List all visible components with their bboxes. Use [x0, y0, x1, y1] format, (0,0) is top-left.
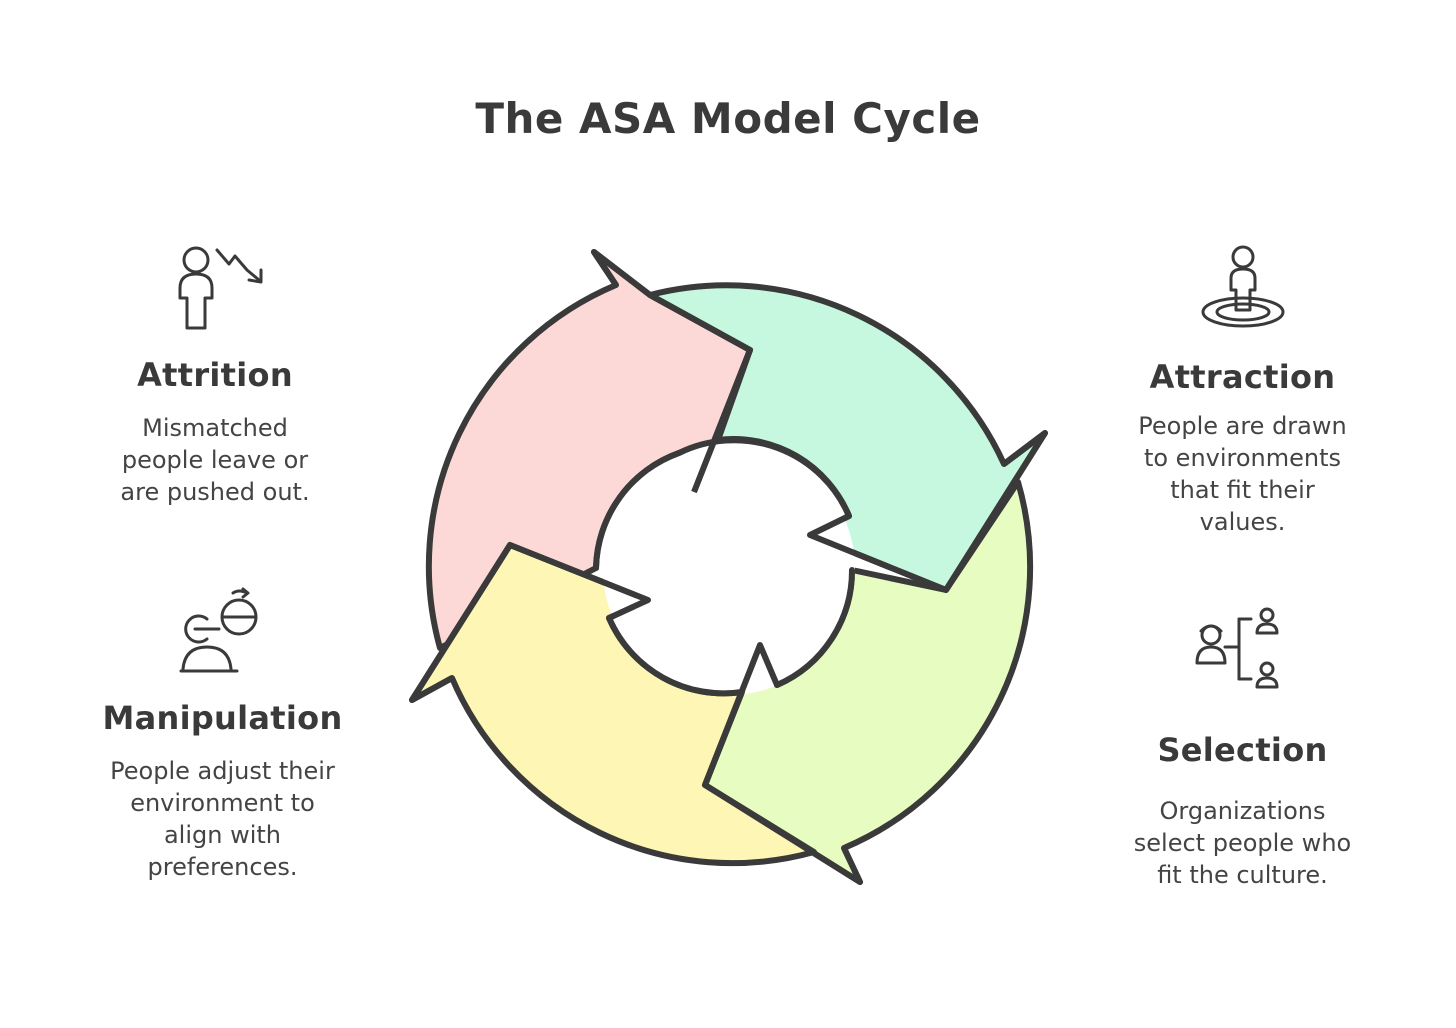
person-selection-icon: [1195, 607, 1278, 689]
person-adjusting-icon: [179, 587, 257, 673]
attraction-description: People are drawn to environments that fi…: [1138, 412, 1347, 536]
selection-description: Organizations select people who fit the …: [1133, 797, 1352, 889]
manipulation-description: People adjust their environment to align…: [110, 757, 335, 881]
attraction-title: Attraction: [1149, 358, 1336, 396]
stage-attraction: Attraction People are drawn to environme…: [1110, 240, 1375, 538]
person-leaving-icon: [178, 246, 263, 330]
stage-attrition: Attrition Mismatched people leave or are…: [100, 240, 330, 508]
diagram-title: The ASA Model Cycle: [475, 94, 981, 143]
stage-manipulation: Manipulation People adjust their environ…: [90, 585, 355, 883]
stage-selection: Selection Organizations select people wh…: [1110, 605, 1375, 891]
cycle-diagram: [409, 249, 1048, 885]
manipulation-title: Manipulation: [102, 699, 343, 737]
attrition-title: Attrition: [137, 356, 293, 394]
attrition-description: Mismatched people leave or are pushed ou…: [120, 414, 310, 506]
selection-title: Selection: [1157, 731, 1328, 769]
person-in-target-icon: [1201, 245, 1284, 328]
